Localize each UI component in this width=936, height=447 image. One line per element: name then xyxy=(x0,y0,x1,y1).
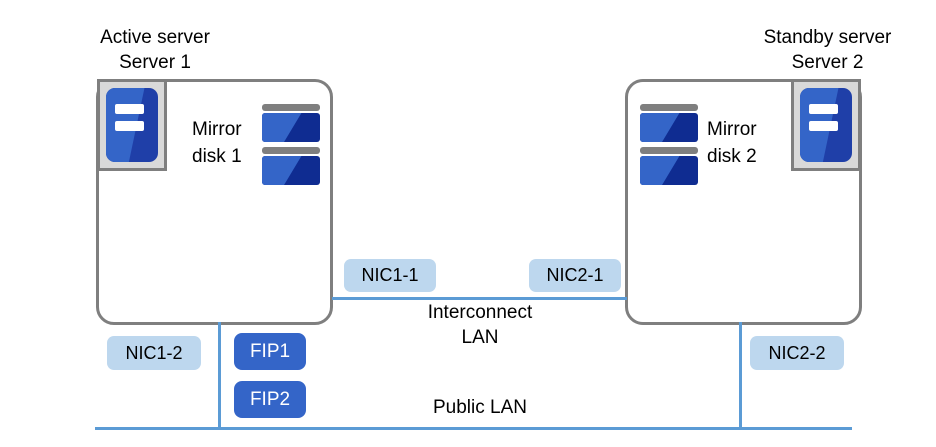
disk-platter-upper xyxy=(640,104,698,142)
disk-cap-lower xyxy=(262,147,320,154)
server-icon-bar-top xyxy=(809,104,839,114)
public-lan-line xyxy=(95,427,852,430)
interconnect-lan-label: Interconnect LAN xyxy=(370,300,590,350)
server-icon-bar-bottom xyxy=(809,121,839,131)
server-icon-body xyxy=(106,88,158,162)
server-icon-body xyxy=(800,88,852,162)
mirror-disk-2-label-line2: disk 2 xyxy=(707,146,757,167)
nic1-2-label: NIC1-2 xyxy=(125,342,183,363)
active-server-role-label: Active server xyxy=(100,27,210,48)
nic-badge-nic2-2[interactable]: NIC2-2 xyxy=(750,336,844,370)
disk-cap-upper xyxy=(640,104,698,111)
mirror-disk-2-icon xyxy=(640,104,698,185)
disk-cap-lower xyxy=(640,147,698,154)
disk-body-upper xyxy=(262,113,320,142)
nic2-1-label: NIC2-1 xyxy=(546,265,604,285)
interconnect-lan-label-line1: Interconnect xyxy=(427,302,533,323)
standby-server-role-label: Standby server xyxy=(763,27,892,48)
disk-platter-lower xyxy=(262,147,320,185)
interconnect-lan-line xyxy=(332,297,627,300)
public-lan-drop-active xyxy=(218,322,221,430)
disk-platter-upper xyxy=(262,104,320,142)
mirror-disk-1-label-line2: disk 1 xyxy=(192,146,242,167)
fip-badge-fip1[interactable]: FIP1 xyxy=(234,333,306,370)
server-icon-standby xyxy=(791,79,861,171)
fip-badge-fip2[interactable]: FIP2 xyxy=(234,381,306,418)
server-icon-active xyxy=(97,79,167,171)
nic-badge-nic2-1[interactable]: NIC2-1 xyxy=(529,259,621,292)
nic2-2-label: NIC2-2 xyxy=(768,342,826,363)
disk-body-lower xyxy=(640,156,698,185)
active-server-title: Active server Server 1 xyxy=(60,25,250,75)
mirror-disk-2-label-line1: Mirror xyxy=(707,119,757,140)
disk-body-upper xyxy=(640,113,698,142)
active-server-name-label: Server 1 xyxy=(119,52,191,73)
public-lan-label: Public LAN xyxy=(370,395,590,420)
disk-cap-upper xyxy=(262,104,320,111)
interconnect-lan-label-line2: LAN xyxy=(461,327,499,348)
server-icon-bar-bottom xyxy=(115,121,145,131)
mirror-disk-1-icon xyxy=(262,104,320,185)
nic1-1-label: NIC1-1 xyxy=(361,265,419,285)
nic-badge-nic1-1[interactable]: NIC1-1 xyxy=(344,259,436,292)
public-lan-drop-standby xyxy=(739,322,742,430)
public-lan-label-text: Public LAN xyxy=(433,397,527,418)
nic-badge-nic1-2[interactable]: NIC1-2 xyxy=(107,336,201,370)
disk-body-lower xyxy=(262,156,320,185)
server-icon-bar-top xyxy=(115,104,145,114)
standby-server-title: Standby server Server 2 xyxy=(735,25,920,75)
mirror-disk-1-label: Mirror disk 1 xyxy=(192,116,242,170)
mirror-disk-2-label: Mirror disk 2 xyxy=(707,116,757,170)
fip1-label: FIP1 xyxy=(249,340,291,362)
standby-server-name-label: Server 2 xyxy=(791,52,864,73)
disk-platter-lower xyxy=(640,147,698,185)
mirror-disk-1-label-line1: Mirror xyxy=(192,119,242,140)
fip2-label: FIP2 xyxy=(249,388,291,410)
